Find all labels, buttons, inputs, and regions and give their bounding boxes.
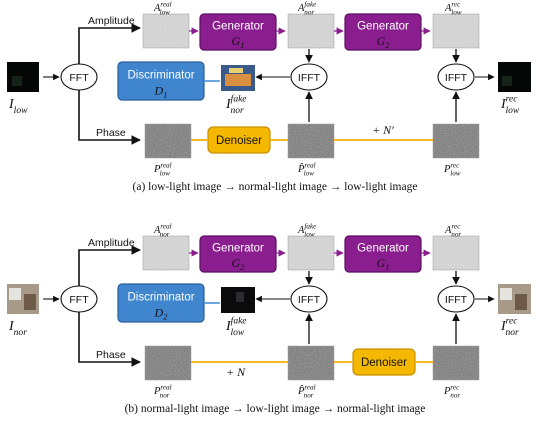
- generator-2-title: Generator: [357, 242, 409, 254]
- output-image: [498, 62, 531, 92]
- fft-node: FFT: [60, 285, 98, 313]
- caption-b: (b) normal-light image → low-light image…: [124, 403, 426, 415]
- input-label: Ilow: [8, 97, 28, 116]
- input-image: [7, 62, 39, 92]
- phase-rec-tile: [432, 123, 480, 159]
- amp-fake-tile: [287, 13, 335, 49]
- generator-1-symbol: G2: [232, 256, 246, 272]
- generator-1-title: Generator: [212, 20, 264, 32]
- fft-node: FFT: [60, 63, 98, 91]
- ifft-node-2-label: IFFT: [445, 294, 468, 306]
- amplitude-label: Amplitude: [88, 15, 135, 27]
- generator-2-title: Generator: [357, 20, 409, 32]
- ifft-node-2: IFFT: [437, 63, 475, 91]
- phase-label: Phase: [96, 349, 126, 361]
- phase-denoised-tile: [287, 345, 335, 381]
- amplitude-label: Amplitude: [88, 237, 135, 249]
- fake-image: [221, 65, 255, 91]
- generator-1-symbol: G1: [232, 34, 245, 50]
- generator-1-title: Generator: [212, 242, 264, 254]
- amp-rec-tile: [432, 13, 480, 49]
- ifft-node-2: IFFT: [437, 285, 475, 313]
- amp-real-tile: [142, 235, 190, 271]
- discriminator-title: Discriminator: [127, 69, 194, 81]
- noise-label: + N: [226, 365, 246, 379]
- generator-2-symbol: G2: [377, 34, 391, 50]
- input-image: [7, 284, 39, 314]
- caption-a: (a) low-light image → normal-light image…: [132, 181, 418, 193]
- denoiser-label: Denoiser: [216, 135, 262, 147]
- discriminator-symbol: D2: [154, 306, 169, 322]
- amp-real-tile: [142, 13, 190, 49]
- discriminator-title: Discriminator: [127, 291, 194, 303]
- ifft-node-1-label: IFFT: [298, 294, 321, 306]
- fft-node-label: FFT: [69, 294, 89, 306]
- denoiser: Denoiser: [207, 126, 271, 154]
- phase-rec-tile: [432, 345, 480, 381]
- phase-denoised-tile: [287, 123, 335, 159]
- phase-label: Phase: [96, 127, 126, 139]
- denoiser: Denoiser: [352, 348, 416, 376]
- ifft-node-1-label: IFFT: [298, 72, 321, 84]
- amp-rec-tile: [432, 235, 480, 271]
- output-image: [498, 284, 531, 314]
- phase-real-tile: [144, 123, 192, 159]
- fake-image: [221, 287, 255, 313]
- fft-node-label: FFT: [69, 72, 89, 84]
- ifft-node-2-label: IFFT: [445, 72, 468, 84]
- ifft-node-1: IFFT: [290, 285, 328, 313]
- edge-fft-amplitude: [78, 23, 141, 64]
- generator-2-symbol: G1: [377, 256, 390, 272]
- amp-fake-tile: [287, 235, 335, 271]
- discriminator-symbol: D1: [154, 84, 168, 100]
- denoiser-label: Denoiser: [361, 357, 407, 369]
- edge-fft-phase: [78, 90, 141, 145]
- input-label: Inor: [8, 319, 27, 338]
- edge-fft-amplitude: [78, 245, 141, 286]
- noise-label: + N′: [372, 123, 394, 137]
- phase-real-tile: [144, 345, 192, 381]
- ifft-node-1: IFFT: [290, 63, 328, 91]
- edge-fft-phase: [78, 312, 141, 367]
